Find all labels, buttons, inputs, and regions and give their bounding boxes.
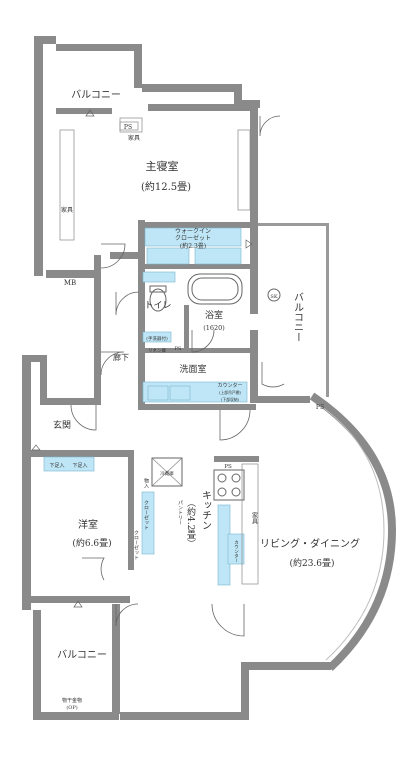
ps-top-label: PS — [124, 124, 132, 131]
door-toilet — [115, 291, 140, 316]
kagu-top-label: 家具 — [128, 134, 140, 142]
storage-label: 物干金物 — [62, 697, 82, 704]
wic-size: (約2.3畳) — [180, 242, 206, 250]
storage-op-label: (OP) — [66, 704, 77, 711]
western-room-label: 洋室 — [78, 518, 98, 531]
hallway-label: 廊下 — [113, 352, 129, 362]
toilet-icon — [149, 288, 167, 312]
linen-label: リネン庫 — [148, 347, 166, 354]
balcony-top-label: バルコニー — [71, 89, 121, 101]
stove-icon — [213, 469, 245, 501]
fixtures — [43, 227, 248, 586]
fridge-icon — [151, 457, 183, 487]
closet-2-label: クローゼット — [143, 500, 149, 530]
bathtub-icon — [187, 273, 243, 305]
doors — [70, 115, 285, 637]
fridge-label: 冷蔵庫 — [160, 470, 174, 477]
counter-note: (上部吊戸棚) — [219, 390, 241, 395]
markers — [31, 109, 253, 608]
ps-kitchen-label: PS — [224, 464, 232, 470]
bathroom-size: (1620) — [203, 324, 225, 332]
ps-right-label: PS — [316, 404, 324, 411]
ps-toilet-label: PS — [175, 346, 182, 352]
exterior-walls — [22, 36, 397, 720]
living-dining-size: (約23.6畳) — [289, 557, 334, 569]
balcony-right-label: バルコニー — [292, 292, 304, 342]
shoe-2-label: 下足入 — [72, 463, 87, 469]
counter-note-2: (下部収納) — [221, 397, 240, 402]
kagu-left-label: 家具 — [61, 206, 73, 214]
kagu-right-label: 家具 — [251, 511, 258, 525]
appliances — [149, 273, 281, 501]
mb-label: MB — [64, 279, 76, 287]
sk-symbol — [267, 288, 281, 302]
entrance-label: 玄関 — [53, 419, 71, 431]
living-dining-label: リビング・ダイニング — [260, 537, 360, 550]
western-room-size: (約6.6畳) — [72, 537, 111, 549]
room-labels: バルコニー PS 家具 主寝室 (約12.5畳) 家具 ウォークイン クローゼッ… — [49, 89, 360, 711]
closet-3-label: クローゼット — [133, 530, 139, 560]
furniture-lines — [59, 117, 259, 585]
closet-1-label: 物入 — [143, 477, 149, 488]
bathroom-label: 浴室 — [205, 309, 223, 321]
shoe-1-label: 下足入 — [49, 463, 64, 469]
balcony-bottom-label: バルコニー — [57, 649, 107, 661]
washroom-label: 洗面室 — [179, 363, 206, 375]
kitchen-size: （約4.2畳） — [185, 498, 196, 548]
door-hall — [100, 243, 126, 269]
master-bedroom-label: 主寝室 — [146, 159, 179, 173]
wic-label-1: ウォークイン — [175, 227, 211, 235]
wc-small-label: (手洗器付) — [146, 335, 168, 342]
interior-walls — [30, 220, 259, 603]
kitchen-label: キッチン — [200, 490, 211, 530]
wic-label-2: クローゼット — [175, 234, 211, 242]
master-bedroom-size: (約12.5畳) — [141, 180, 191, 193]
kitchen-counter-label: カウンター — [234, 540, 239, 563]
toilet-label: トイレ — [144, 301, 171, 311]
pantry-label: パントリー — [177, 500, 183, 525]
counter-label: カウンター — [217, 382, 242, 389]
sk-label: SK — [270, 294, 277, 300]
